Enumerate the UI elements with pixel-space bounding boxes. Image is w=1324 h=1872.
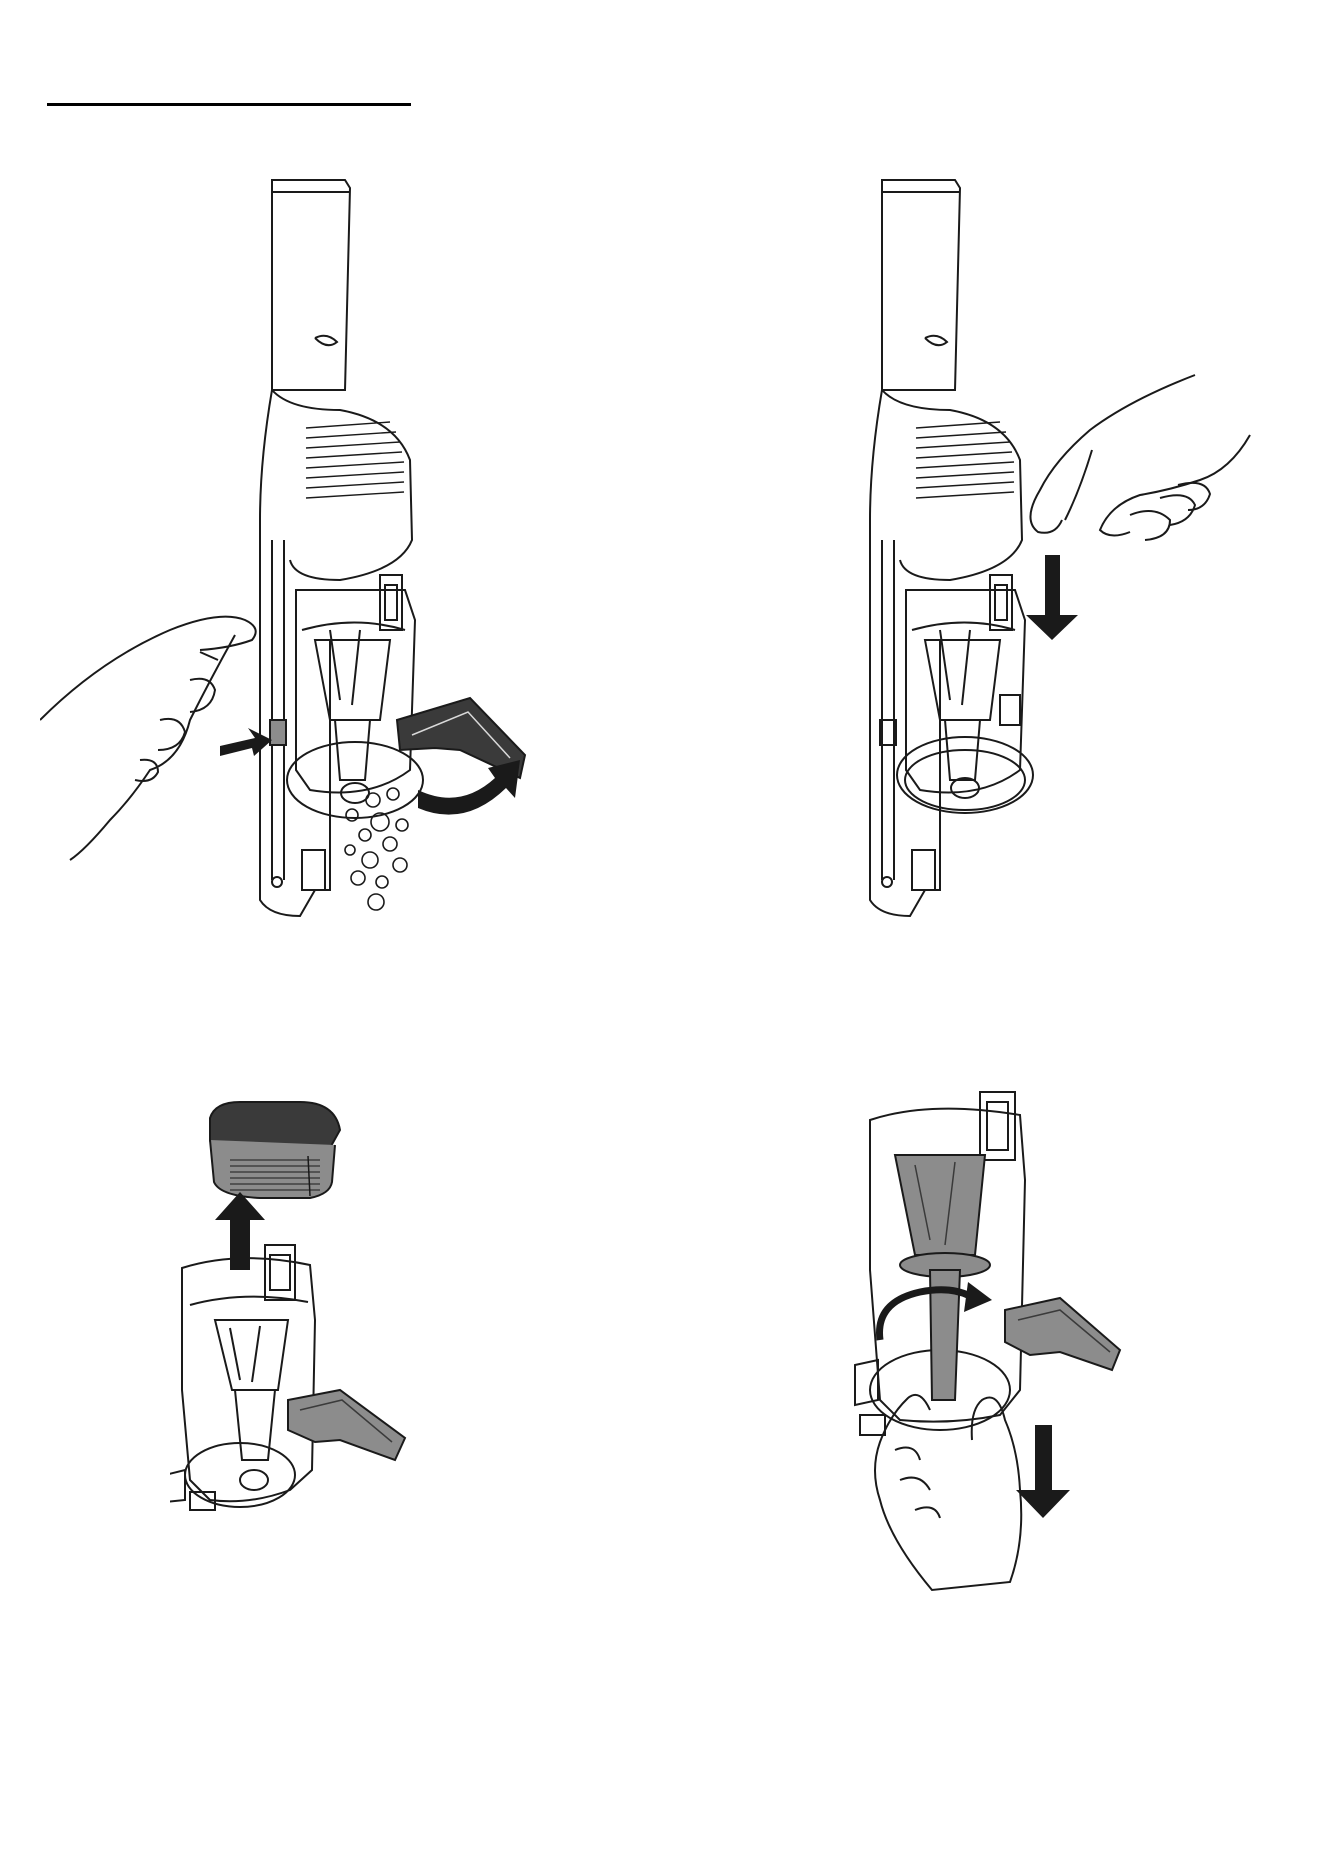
curved-arrow-icon <box>418 760 520 815</box>
hand-icon <box>40 617 256 860</box>
figure-4-remove-cyclone <box>820 1070 1180 1610</box>
lid-icon <box>1005 1298 1120 1370</box>
figure-1-empty-dust-cup <box>40 160 560 940</box>
push-arrow-icon <box>220 728 272 756</box>
down-arrow-icon <box>1026 555 1078 640</box>
down-arrow-icon <box>1016 1425 1070 1518</box>
figure-3-remove-filter <box>170 1090 530 1570</box>
cyclone-icon <box>895 1155 990 1400</box>
hand-icon <box>1030 375 1250 540</box>
vacuum-icon <box>260 180 423 916</box>
header-rule <box>47 103 411 106</box>
debris-icon <box>345 788 408 910</box>
lid-icon <box>288 1390 405 1460</box>
vacuum-icon <box>870 180 1033 916</box>
dust-cup-icon <box>170 1245 315 1510</box>
figure-2-remove-dust-cup <box>700 160 1260 940</box>
hand-icon <box>875 1395 1021 1590</box>
filter-icon <box>210 1102 340 1198</box>
